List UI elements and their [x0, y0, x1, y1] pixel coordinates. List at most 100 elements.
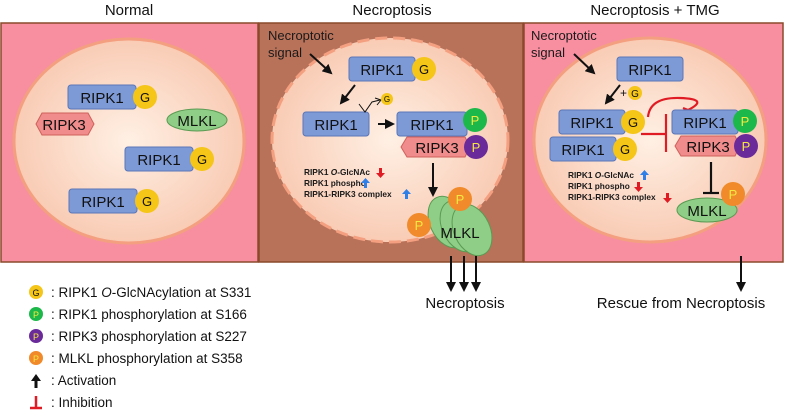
up-arrow-icon	[402, 189, 411, 199]
svg-text:: MLKL phosphorylation at S358: : MLKL phosphorylation at S358	[51, 351, 243, 366]
release-arrow	[358, 99, 381, 113]
legend: G : RIPK1 O-GlcNAcylation at S331 P : RI…	[29, 285, 251, 410]
signal-arrow	[573, 53, 596, 75]
svg-text:P: P	[472, 140, 481, 155]
change-notes: RIPK1 O-GlcNAc RIPK1 phospho RIPK1-RIPK3…	[568, 170, 672, 203]
svg-text:RIPK1: RIPK1	[314, 117, 357, 134]
protein-ripk1: RIPK1	[616, 56, 684, 82]
svg-text:RIPK1: RIPK1	[81, 194, 124, 211]
glcnac-badge: G	[412, 57, 436, 81]
svg-text:RIPK3: RIPK3	[686, 139, 729, 156]
protein-ripk1: RIPK1	[348, 56, 416, 82]
glcnac-badge-released: G	[381, 93, 393, 105]
add-glcnac-plus: +	[620, 86, 627, 100]
signal-label: Necroptotic	[531, 28, 597, 43]
down-arrow-icon	[376, 168, 385, 178]
legend-item-inhibition: : Inhibition	[30, 395, 113, 410]
svg-text:P: P	[729, 187, 738, 202]
phospho-ripk3-icon	[29, 329, 43, 343]
up-arrow-icon	[640, 170, 649, 180]
svg-text:RIPK1: RIPK1	[410, 117, 453, 134]
outcome-rescue: Rescue from Necroptosis	[597, 295, 765, 312]
glcnac-badge: G	[135, 189, 159, 213]
svg-text:P: P	[456, 192, 465, 207]
activation-arrow	[604, 84, 621, 105]
down-arrow-icon	[634, 182, 643, 192]
phospho-mlkl-icon	[29, 351, 43, 365]
svg-text:MLKL: MLKL	[687, 203, 726, 220]
svg-text:: Inhibition: : Inhibition	[51, 395, 113, 410]
activation-arrow-icon	[31, 374, 41, 388]
svg-text:: RIPK1 phosphorylation at S16: : RIPK1 phosphorylation at S166	[51, 307, 247, 322]
inhibition-curve	[646, 96, 699, 118]
phospho-badge-ripk3: P	[464, 135, 488, 159]
protein-ripk3: RIPK3	[35, 112, 95, 136]
phospho-badge-ripk3: P	[734, 134, 758, 158]
note-phospho: RIPK1 phospho	[304, 178, 366, 188]
protein-ripk1: RIPK1	[302, 111, 370, 137]
legend-item-glcnac: G : RIPK1 O-GlcNAcylation at S331	[29, 285, 251, 300]
necroptosis-outcome-arrows	[446, 256, 481, 292]
glcnac-icon	[29, 285, 43, 299]
svg-text:G: G	[142, 194, 152, 209]
phospho-badge-ripk1: P	[463, 108, 487, 132]
svg-text:RIPK1: RIPK1	[137, 152, 180, 169]
svg-text:P: P	[471, 113, 480, 128]
svg-text:RIPK1: RIPK1	[628, 62, 671, 79]
legend-item-ripk1-phospho: P : RIPK1 phosphorylation at S166	[29, 307, 247, 322]
protein-ripk3: RIPK3	[400, 136, 471, 158]
legend-item-mlkl-phospho: P : MLKL phosphorylation at S358	[29, 351, 243, 366]
panel-necroptosis: Necroptotic signal RIPK1 G RIPK1 G RIPK1	[258, 22, 524, 263]
svg-text:P: P	[742, 139, 751, 154]
cell	[532, 36, 768, 244]
panel-title-necroptosis: Necroptosis	[352, 2, 431, 19]
note-phospho: RIPK1 phospho	[568, 181, 630, 191]
phospho-badge-mlkl: P	[407, 213, 431, 237]
svg-text:G: G	[628, 115, 638, 130]
down-arrow-icon	[663, 193, 672, 203]
legend-item-activation: : Activation	[31, 373, 116, 388]
svg-text:P: P	[741, 114, 750, 129]
phospho-badge-ripk1: P	[733, 109, 757, 133]
svg-text:G: G	[384, 95, 390, 104]
svg-text:P: P	[33, 310, 39, 320]
svg-text:MLKL: MLKL	[440, 225, 479, 242]
svg-text:: RIPK3 phosphorylation at S22: : RIPK3 phosphorylation at S227	[51, 329, 247, 344]
signal-label: Necroptotic	[268, 28, 334, 43]
svg-text:G: G	[419, 62, 429, 77]
activation-arrow	[339, 84, 356, 105]
protein-ripk1: RIPK1	[68, 188, 138, 214]
protein-mlkl: MLKL	[676, 197, 738, 223]
svg-text:P: P	[415, 218, 424, 233]
svg-text:P: P	[33, 354, 39, 364]
glcnac-badge: G	[133, 85, 157, 109]
glcnac-badge: G	[613, 137, 637, 161]
signal-label: signal	[268, 45, 302, 60]
protein-mlkl-oligomer: MLKL	[427, 195, 493, 257]
svg-text:G: G	[140, 90, 150, 105]
protein-ripk3: RIPK3	[674, 135, 741, 157]
protein-ripk1-phosphorylated: RIPK1	[671, 109, 739, 135]
phospho-badge-mlkl: P	[448, 187, 472, 211]
glcnac-badge: G	[621, 110, 645, 134]
panel-title-normal: Normal	[105, 2, 153, 19]
signal-arrow	[309, 53, 333, 75]
svg-text:P: P	[33, 332, 39, 342]
svg-text:: RIPK1 O-GlcNAcylation at S33: : RIPK1 O-GlcNAcylation at S331	[51, 285, 251, 300]
svg-text:G: G	[631, 89, 639, 100]
protein-ripk1: RIPK1	[124, 146, 194, 172]
outcome-necroptosis: Necroptosis	[425, 295, 504, 312]
svg-text:: Activation: : Activation	[51, 373, 116, 388]
svg-text:G: G	[32, 288, 39, 298]
signal-label: signal	[531, 45, 565, 60]
note-complex: RIPK1-RIPK3 complex	[568, 192, 656, 202]
phospho-ripk1-icon	[29, 307, 43, 321]
svg-text:RIPK1: RIPK1	[570, 115, 613, 132]
protein-ripk1: RIPK1	[67, 84, 137, 110]
svg-text:RIPK1: RIPK1	[360, 62, 403, 79]
svg-text:MLKL: MLKL	[177, 113, 216, 130]
svg-text:RIPK1: RIPK1	[561, 142, 604, 159]
svg-text:RIPK3: RIPK3	[42, 117, 85, 134]
svg-text:G: G	[620, 142, 630, 157]
